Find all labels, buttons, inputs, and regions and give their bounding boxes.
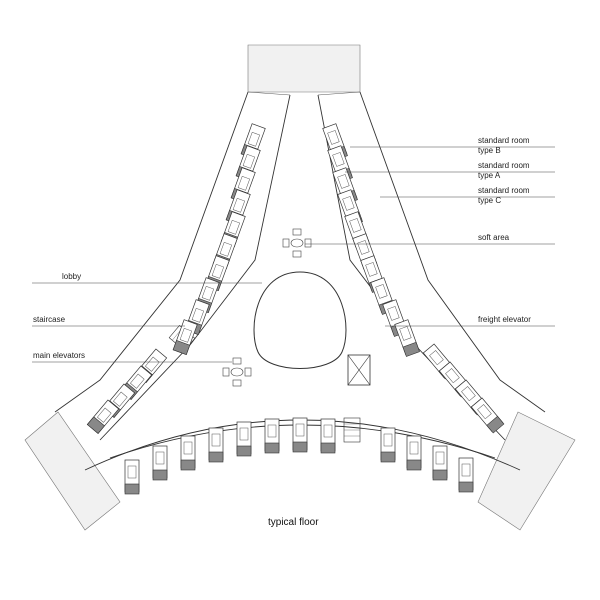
label-freight-elevator: freight elevator	[478, 315, 531, 324]
west-arm-outer-wall	[54, 91, 249, 413]
north-stipple-zone	[247, 44, 361, 93]
guest-rooms	[86, 123, 505, 495]
leader-lines	[32, 146, 555, 363]
guest-room	[394, 319, 420, 357]
label-standard-room-type-a-line1: standard room	[478, 161, 530, 170]
guest-room	[152, 445, 168, 481]
guest-room	[406, 435, 422, 471]
north-corridor-line-left	[247, 91, 291, 96]
guest-room	[470, 397, 505, 434]
staircase-south	[343, 417, 361, 443]
label-standard-room-type-b-line2: type B	[478, 146, 501, 155]
label-standard-room-type-c-line1: standard room	[478, 186, 530, 195]
lobby-furniture	[222, 357, 252, 387]
guest-room	[124, 459, 140, 495]
north-corridor-line-right	[317, 91, 361, 96]
guest-room	[236, 421, 252, 457]
west-arm-inner-wall	[99, 94, 291, 441]
label-standard-room-type-b-line1: standard room	[478, 136, 530, 145]
guest-room	[180, 435, 196, 471]
southeast-stipple-zone	[477, 411, 576, 531]
label-main-elevators: main elevators	[33, 351, 85, 360]
guest-room	[458, 457, 474, 493]
drawing-caption: typical floor	[268, 517, 319, 528]
guest-room	[292, 417, 308, 453]
guest-room	[172, 319, 198, 356]
guest-room	[264, 418, 280, 454]
label-standard-room-type-c-line2: type C	[478, 196, 501, 205]
southwest-stipple-zone	[24, 411, 121, 531]
east-arm-outer-wall	[359, 91, 546, 413]
label-lobby: lobby	[62, 272, 81, 281]
label-standard-room-type-a-line2: type A	[478, 171, 501, 180]
central-atrium-void	[253, 271, 347, 369]
guest-room	[380, 427, 396, 463]
guest-room	[86, 399, 120, 434]
freight-elevator-shaft	[347, 354, 371, 386]
label-staircase: staircase	[33, 315, 66, 324]
soft-area-furniture	[282, 228, 312, 258]
label-soft-area: soft area	[478, 233, 510, 242]
guest-room	[432, 445, 448, 481]
guest-room	[208, 427, 224, 463]
guest-room	[320, 418, 336, 454]
building-walls	[54, 91, 546, 471]
stipple-zones	[24, 44, 576, 531]
